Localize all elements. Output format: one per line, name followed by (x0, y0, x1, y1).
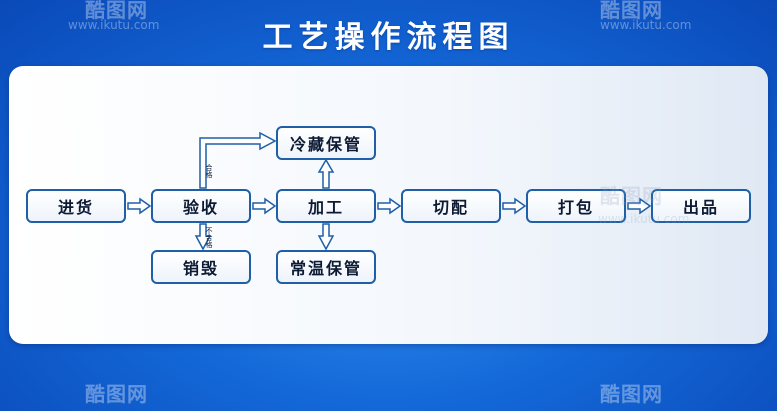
arrow-cut-pack (502, 197, 527, 215)
node-pack: 打包 (526, 189, 626, 223)
node-cold-storage: 冷藏保管 (276, 126, 376, 160)
watermark-brand: 酷图网 (600, 184, 663, 208)
arrow-pack-out (627, 197, 652, 215)
watermark-brand: 酷图网 (600, 0, 663, 22)
arrow-inspect-destroy (194, 223, 212, 251)
arrow-process-normal (317, 223, 335, 251)
edge-label-pass: 合格 (205, 163, 213, 179)
node-process: 加工 (276, 189, 376, 223)
node-inspect: 验收 (151, 189, 251, 223)
watermark-brand: 酷图网 (85, 0, 148, 22)
arrow-inspect-cold (199, 131, 277, 189)
watermark-url: www.ikutu.com (68, 18, 160, 32)
edge-label-fail: 不合格 (205, 227, 213, 249)
arrow-intake-inspect (127, 197, 152, 215)
watermark-url: www.ikutu.com (598, 212, 690, 226)
arrow-process-cold (317, 158, 335, 189)
watermark-brand: 酷图网 (600, 382, 663, 406)
arrow-inspect-process (252, 197, 277, 215)
node-out: 出品 (651, 189, 751, 223)
node-normal-storage: 常温保管 (276, 250, 376, 284)
watermark-brand: 酷图网 (85, 382, 148, 406)
arrow-process-cut (377, 197, 402, 215)
node-intake: 进货 (26, 189, 126, 223)
node-destroy: 销毁 (151, 250, 251, 284)
page-title: 工艺操作流程图 (262, 20, 515, 55)
node-cut: 切配 (401, 189, 501, 223)
watermark-url: www.ikutu.com (600, 18, 692, 32)
